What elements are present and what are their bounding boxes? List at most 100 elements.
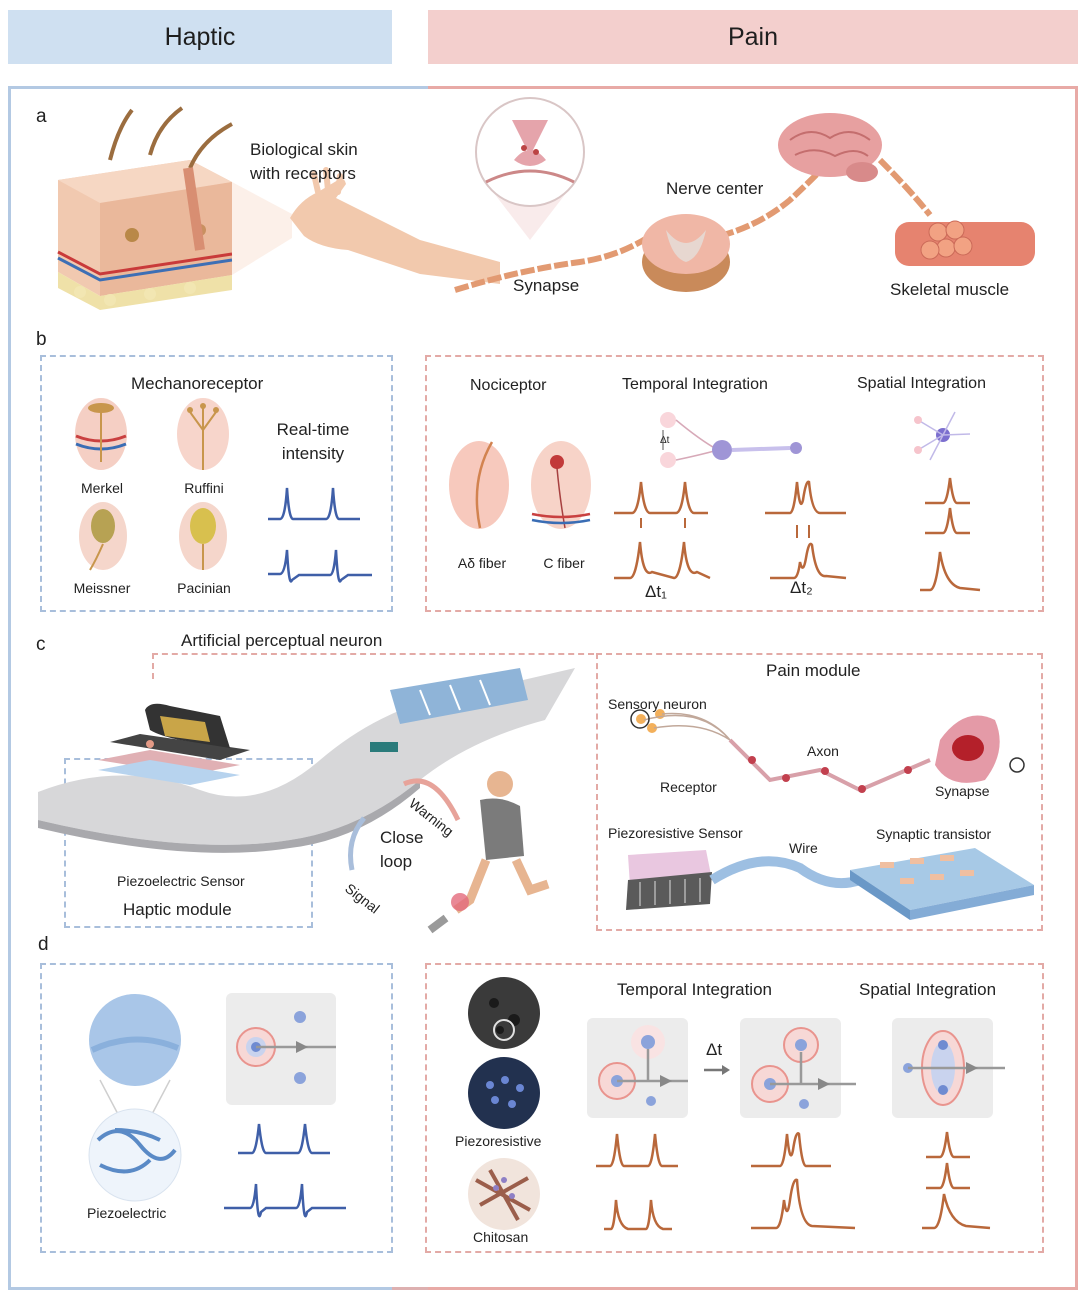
frame-bottom-joint — [392, 1287, 428, 1290]
a-delta-fiber-label: Aδ fiber — [457, 555, 507, 571]
piezoelectric-wave-2 — [224, 1183, 346, 1218]
flexible-device-illustration — [38, 668, 575, 853]
temporal-neuron-illustration — [660, 412, 802, 468]
dt-small-label: Δt — [660, 435, 670, 446]
realtime-label-line2: intensity — [281, 444, 345, 463]
c-fiber-illustration — [531, 441, 591, 529]
close-loop-label-line1: Close — [380, 828, 424, 847]
panel-letter-c: c — [36, 634, 46, 655]
synapse-label-c: Synapse — [935, 783, 990, 799]
ruffini-receptor-illustration — [177, 398, 229, 470]
mechanoreceptor-title: Mechanoreceptor — [131, 374, 264, 393]
signal-arrow — [348, 816, 366, 871]
temporal-d-wave-2b — [751, 1178, 856, 1230]
temporal-tile-2 — [740, 1018, 856, 1118]
spatial-integration-title-d: Spatial Integration — [859, 980, 997, 999]
synaptic-transistor-illustration — [850, 848, 1034, 920]
mechanoreceptor-box — [40, 355, 393, 612]
brain-illustration — [778, 113, 882, 182]
nociceptor-title: Nociceptor — [470, 377, 547, 394]
frame-top-joint — [392, 86, 428, 89]
temporal-d-wave-1b — [604, 1199, 672, 1231]
skin-block-illustration — [57, 106, 292, 310]
spatial-wave-3 — [920, 551, 981, 592]
panel-letter-b: b — [36, 329, 47, 350]
spatial-neuron-illustration — [914, 411, 971, 461]
nociceptor-box — [425, 355, 1044, 612]
skeletal-muscle-label: Skeletal muscle — [890, 280, 1010, 299]
temporal-wave-b2 — [770, 542, 847, 580]
chitosan-label: Chitosan — [473, 1229, 529, 1245]
haptic-header-text: Haptic — [164, 22, 236, 51]
haptic-integration-tile — [226, 993, 336, 1105]
spatial-wave-1 — [925, 477, 970, 505]
spatial-d-wave-3 — [922, 1193, 991, 1230]
piezoelectric-sensor-label: Piezoelectric Sensor — [117, 873, 245, 889]
wire-label: Wire — [789, 840, 818, 856]
piezoresistive-foam-illustration — [468, 977, 540, 1230]
axon-label: Axon — [807, 743, 839, 759]
pacinian-label: Pacinian — [177, 580, 231, 596]
haptic-module-label: Haptic module — [123, 900, 232, 919]
synapse-label: Synapse — [513, 276, 580, 295]
dt2-label: Δt₂ — [790, 578, 813, 597]
muscle-illustration — [895, 220, 1035, 266]
pacinian-receptor-illustration — [179, 502, 227, 570]
haptic-frame — [8, 86, 392, 1290]
panel-b-illustrations — [75, 398, 981, 592]
temporal-integration-title-d: Temporal Integration — [617, 980, 772, 999]
meissner-receptor-illustration — [79, 502, 127, 571]
synapse-magnifier-illustration — [475, 97, 585, 240]
pain-header: Pain — [428, 10, 1078, 64]
sensory-neuron-label: Sensory neuron — [608, 696, 707, 712]
piezoelectric-wave-1 — [238, 1123, 330, 1155]
temporal-wave-b1 — [765, 480, 846, 515]
temporal-wave-a1 — [614, 481, 708, 515]
warning-arrow — [402, 778, 461, 822]
pain-header-text: Pain — [727, 22, 779, 51]
wire-illustration — [709, 856, 862, 889]
temporal-tile-1 — [587, 1018, 688, 1118]
spatial-d-wave-1 — [926, 1131, 970, 1159]
nerve-center-label: Nerve center — [666, 179, 764, 198]
a-delta-fiber-illustration — [449, 441, 509, 529]
synaptic-transistor-label: Synaptic transistor — [876, 826, 992, 842]
piezoelectric-film-illustration — [88, 994, 182, 1202]
spatial-d-wave-2 — [926, 1162, 970, 1190]
temporal-d-wave-1a — [596, 1133, 678, 1168]
piezoresistive-sensor-label: Piezoresistive Sensor — [608, 825, 743, 841]
panel-c-illustrations — [38, 668, 1034, 934]
realtime-label-line1: Real-time — [276, 420, 350, 439]
piezoelectric-box — [40, 963, 393, 1253]
pain-frame — [428, 86, 1078, 1290]
artificial-neuron-bracket — [152, 653, 594, 679]
dt-label-d: Δt — [706, 1040, 723, 1059]
piezoelectric-label: Piezoelectric — [87, 1205, 167, 1221]
spatial-integration-title-b: Spatial Integration — [857, 375, 986, 392]
sensory-neuron-illustration — [630, 709, 1025, 793]
panel-letter-a: a — [36, 106, 47, 127]
biological-skin-label-line1: Biological skin — [250, 140, 358, 159]
artificial-perceptual-neuron-label: Artificial perceptual neuron — [181, 631, 383, 650]
hand-illustration — [290, 167, 500, 284]
spatial-tile — [892, 1018, 1005, 1118]
realtime-spike-wave-2 — [268, 549, 372, 583]
merkel-label: Merkel — [80, 480, 123, 496]
panel-a-illustration — [57, 97, 1035, 310]
receptor-label: Receptor — [660, 779, 717, 795]
merkel-receptor-illustration — [75, 398, 127, 470]
temporal-d-wave-2a — [751, 1132, 831, 1168]
c-fiber-label: C fiber — [543, 555, 585, 571]
piezoresistive-sensor-illustration — [626, 850, 712, 910]
spinal-cord-illustration — [642, 214, 730, 292]
runner-illustration — [427, 771, 550, 934]
haptic-header: Haptic — [8, 10, 392, 64]
realtime-spike-wave-1 — [268, 487, 360, 521]
close-loop-label-line2: loop — [380, 852, 413, 871]
panel-letter-d: d — [38, 934, 49, 955]
meissner-label: Meissner — [73, 580, 131, 596]
piezoresistive-label: Piezoresistive — [455, 1133, 542, 1149]
pain-module-box — [596, 653, 1043, 931]
dt1-label: Δt₁ — [645, 582, 667, 601]
